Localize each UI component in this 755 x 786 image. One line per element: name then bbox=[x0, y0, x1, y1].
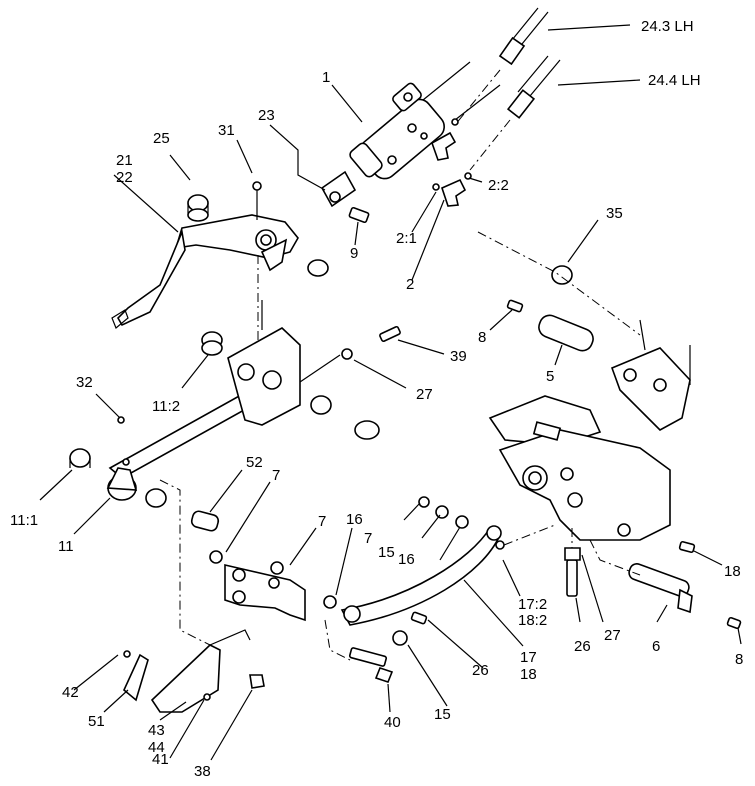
label-11-1: 11:1 bbox=[10, 512, 38, 529]
label-9: 9 bbox=[350, 245, 358, 262]
bolt-8-lower bbox=[726, 616, 742, 630]
label-24-4-lh: 24.4 LH bbox=[648, 72, 701, 89]
label-15-b: 15 bbox=[434, 706, 451, 723]
elbow-fitting-upper bbox=[420, 118, 459, 161]
label-8-lower: 8 bbox=[735, 651, 743, 668]
label-51: 51 bbox=[88, 713, 105, 730]
bolt-26-right bbox=[564, 547, 581, 597]
label-40: 40 bbox=[384, 714, 401, 731]
washers-15-16 bbox=[323, 496, 469, 646]
bolt-42 bbox=[123, 650, 131, 658]
label-32: 32 bbox=[76, 374, 93, 391]
pin-9 bbox=[348, 206, 370, 224]
bolt-38 bbox=[249, 674, 265, 689]
bushing-35 bbox=[551, 265, 573, 285]
nut-41 bbox=[203, 693, 211, 701]
label-43: 43 bbox=[148, 722, 165, 739]
bushing-25 bbox=[187, 194, 209, 222]
label-39: 39 bbox=[450, 348, 467, 365]
label-18-2: 18:2 bbox=[518, 612, 547, 629]
label-2-1: 2:1 bbox=[396, 230, 417, 247]
label-27-upper: 27 bbox=[416, 386, 433, 403]
label-15-a: 15 bbox=[378, 544, 395, 561]
label-7-b: 7 bbox=[318, 513, 326, 530]
label-17: 17 bbox=[520, 649, 537, 666]
nut-27 bbox=[341, 348, 353, 360]
hydraulic-cylinder bbox=[320, 61, 501, 208]
bolt-40 bbox=[348, 647, 394, 683]
grease-fitting-32 bbox=[117, 416, 125, 424]
pin-5 bbox=[538, 314, 594, 352]
grease-fitting-31 bbox=[252, 181, 262, 220]
label-26-right: 26 bbox=[574, 638, 591, 655]
mounting-bracket bbox=[488, 319, 691, 541]
label-18: 18 bbox=[520, 666, 537, 683]
label-18-right: 18 bbox=[724, 563, 741, 580]
label-6: 6 bbox=[652, 638, 660, 655]
brake-arm bbox=[340, 525, 505, 626]
label-11: 11 bbox=[58, 538, 74, 555]
bushing-52 bbox=[190, 510, 220, 532]
label-44: 44 bbox=[148, 739, 165, 756]
label-17-2: 17:2 bbox=[518, 596, 547, 613]
bolt-39 bbox=[379, 326, 401, 342]
label-52: 52 bbox=[246, 454, 263, 471]
label-23: 23 bbox=[258, 107, 275, 124]
label-16-b: 16 bbox=[398, 551, 415, 568]
bolt-18 bbox=[678, 540, 696, 554]
label-38: 38 bbox=[194, 763, 211, 780]
pin-6 bbox=[628, 563, 693, 614]
hydraulic-hose-24-3 bbox=[454, 7, 549, 126]
label-24-3-lh: 24.3 LH bbox=[641, 18, 694, 35]
center-lines bbox=[159, 231, 641, 661]
label-1: 1 bbox=[322, 69, 330, 86]
bolt-26-lower bbox=[410, 611, 428, 625]
label-41: 41 bbox=[152, 751, 169, 768]
label-2: 2 bbox=[406, 276, 414, 293]
elbow-fitting-lower bbox=[432, 172, 472, 207]
nuts-7 bbox=[209, 550, 284, 575]
bracket-7 bbox=[224, 563, 306, 622]
label-26-lower: 26 bbox=[472, 662, 489, 679]
hydraulic-hose-24-4 bbox=[469, 55, 561, 171]
bushing-11-1 bbox=[69, 448, 91, 468]
brake-pedal bbox=[111, 214, 299, 329]
callout-labels: 24.3 LH 24.4 LH 1 23 31 25 21 22 9 2:1 2… bbox=[10, 18, 743, 780]
label-16-a: 16 bbox=[346, 511, 363, 528]
label-7-c: 7 bbox=[364, 530, 372, 547]
label-11-2: 11:2 bbox=[152, 398, 180, 415]
cross-shaft bbox=[106, 300, 301, 501]
label-25: 25 bbox=[153, 130, 170, 147]
label-35: 35 bbox=[606, 205, 623, 222]
label-27-lower: 27 bbox=[604, 627, 621, 644]
label-42: 42 bbox=[62, 684, 79, 701]
bushing-right bbox=[307, 259, 329, 277]
bolt-8-upper bbox=[506, 299, 524, 313]
leader-lines bbox=[39, 24, 742, 761]
bushing-11-lower bbox=[145, 488, 167, 508]
label-8-upper: 8 bbox=[478, 329, 486, 346]
label-2-2: 2:2 bbox=[488, 177, 509, 194]
label-7-a: 7 bbox=[272, 467, 280, 484]
label-21: 21 bbox=[116, 152, 133, 169]
label-31: 31 bbox=[218, 122, 235, 139]
lower-bracket bbox=[123, 629, 251, 713]
bushings-right bbox=[299, 354, 380, 440]
label-22: 22 bbox=[116, 169, 133, 186]
label-5: 5 bbox=[546, 368, 554, 385]
